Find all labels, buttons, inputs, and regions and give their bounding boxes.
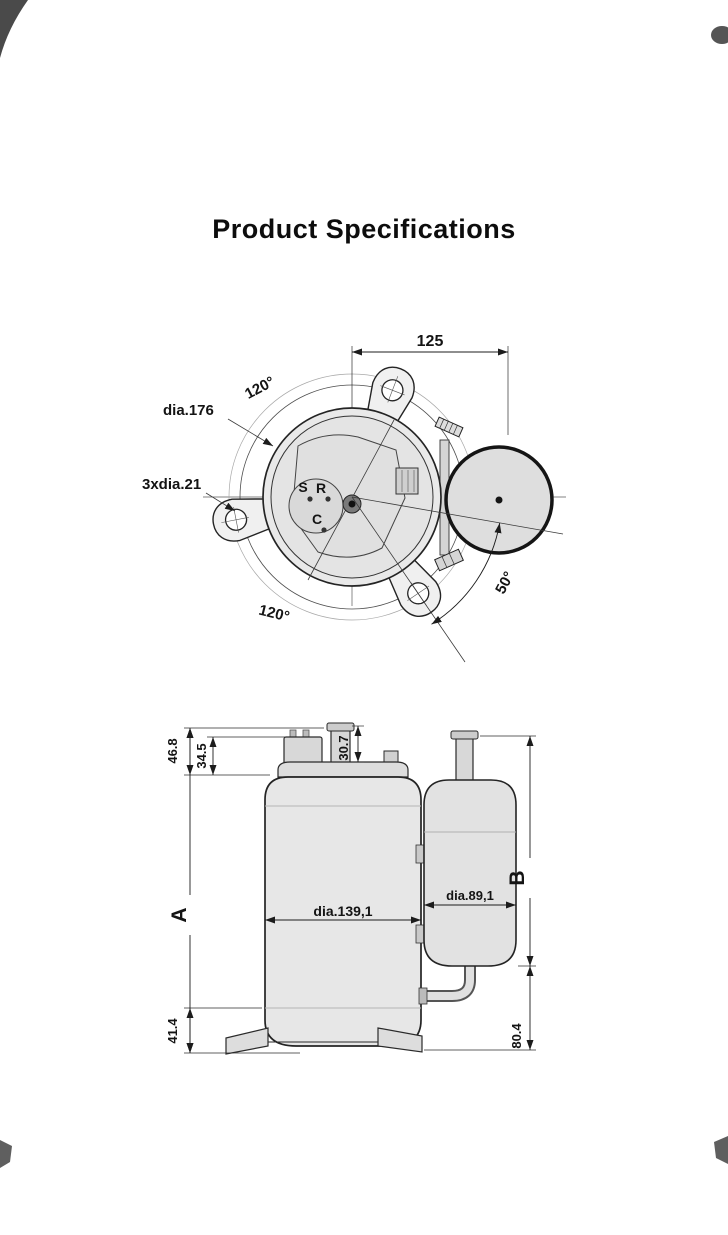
accumulator-side-view (423, 779, 517, 967)
scan-artifacts (0, 0, 728, 1168)
dim-B-label: B (506, 870, 529, 885)
label-background (299, 903, 387, 918)
suction-pipe-flange (326, 722, 355, 732)
dim-A-label: A (168, 907, 191, 922)
bolt-circle-dia-label: dia.176 (163, 402, 214, 419)
body-dia-label: dia.139,1 (313, 903, 372, 919)
accumulator-center (495, 496, 503, 504)
accumulator-dia-label: dia.89,1 (446, 888, 494, 903)
leader-line-dia176 (227, 418, 274, 447)
terminal-pin-s (307, 496, 313, 502)
side-view: A 46.8 34.5 30.7 41.4 B 80.4 di (165, 722, 536, 1055)
angle-arc-50 (431, 522, 502, 625)
scan-mark (0, 0, 28, 58)
terminal-label-c: C (312, 511, 322, 527)
terminal-label-s: S (298, 479, 307, 495)
dim-34-5-label: 34.5 (194, 743, 209, 768)
accumulator-inlet-flange (450, 730, 479, 740)
terminal-pin-c (321, 527, 327, 533)
angle-50-label: 50° (492, 569, 518, 597)
top-view: S R C (142, 333, 566, 663)
scan-mark (714, 1136, 728, 1164)
dim-125-label: 125 (417, 333, 444, 350)
mounting-foot-right (377, 1027, 423, 1053)
leader-line-3xdia21 (205, 492, 236, 512)
dim-80-4-label: 80.4 (509, 1023, 524, 1049)
accumulator-outlet-pipe (426, 960, 474, 1000)
clamp-bolt-top (434, 416, 464, 438)
angle-120-top-label: 120° (242, 373, 277, 403)
angle-120-bottom-label: 120° (257, 602, 291, 626)
mount-holes-label: 3xdia.21 (142, 476, 201, 493)
mounting-lug-top (366, 366, 415, 427)
mounting-foot-left (225, 1027, 269, 1055)
dim-46-8-label: 46.8 (165, 738, 180, 763)
shell-top-cap (277, 761, 409, 778)
outlet-pipe-fitting (418, 987, 428, 1005)
discharge-port-detail (395, 467, 419, 495)
accumulator-inlet-pipe (455, 737, 474, 783)
label-background (438, 888, 503, 902)
dim-41-4-label: 41.4 (165, 1018, 180, 1044)
scan-mark (0, 1140, 12, 1168)
terminal-pin-r (325, 496, 331, 502)
dim-30-7-label: 30.7 (336, 735, 351, 760)
angle-ref-line-shallow (351, 496, 564, 535)
shaft-center (348, 500, 356, 508)
terminal-box (283, 736, 323, 765)
terminal-label-r: R (316, 480, 326, 496)
angle-ref-line-steep (351, 496, 466, 663)
page-title: Product Specifications (212, 214, 516, 244)
scan-mark (711, 26, 728, 44)
